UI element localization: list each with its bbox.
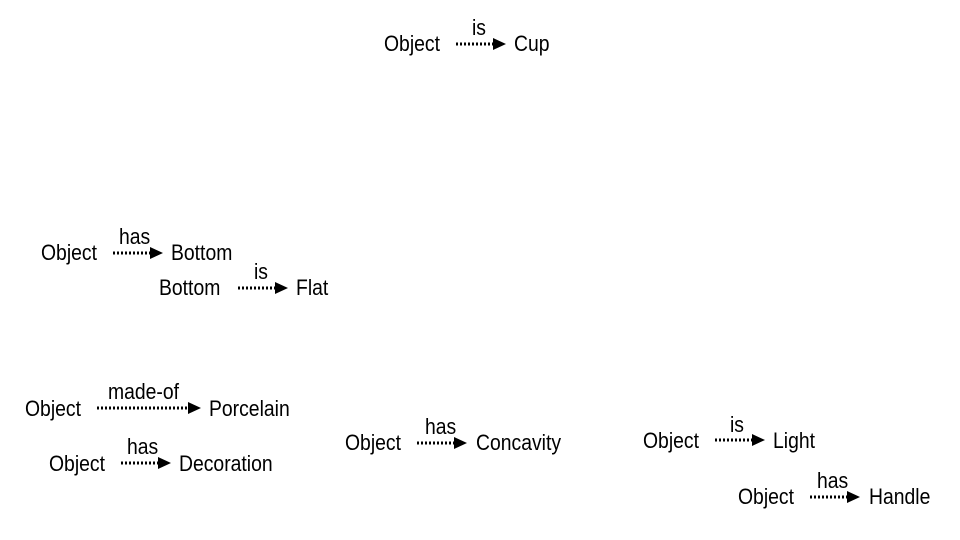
dotted-arrow-icon	[715, 434, 765, 446]
relation-label: is	[254, 259, 268, 284]
subject-node: Object	[384, 31, 440, 56]
object-node: Decoration	[179, 451, 273, 476]
object-node: Light	[773, 428, 815, 453]
dotted-arrow-icon	[238, 282, 288, 294]
subject-node: Object	[41, 240, 97, 265]
relation-label: is	[730, 412, 744, 437]
relation-label: has	[425, 414, 457, 439]
object-node: Handle	[869, 484, 931, 509]
relation-label: has	[119, 224, 151, 249]
subject-node: Object	[643, 428, 699, 453]
subject-node: Bottom	[159, 275, 221, 300]
object-node: Cup	[514, 31, 550, 56]
dotted-arrow-icon	[417, 437, 467, 449]
subject-node: Object	[345, 430, 401, 455]
object-node: Porcelain	[209, 396, 290, 421]
subject-node: Object	[738, 484, 794, 509]
dotted-arrow-icon	[97, 402, 201, 414]
dotted-arrow-icon	[121, 457, 171, 469]
dotted-arrow-icon	[456, 38, 506, 50]
subject-node: Object	[25, 396, 81, 421]
object-node: Concavity	[476, 430, 562, 455]
subject-node: Object	[49, 451, 105, 476]
relation-label: made-of	[108, 379, 180, 404]
relation-label: is	[472, 15, 486, 40]
relation-label: has	[817, 468, 849, 493]
dotted-arrow-icon	[810, 491, 860, 503]
object-node: Bottom	[171, 240, 233, 265]
dotted-arrow-icon	[113, 247, 163, 259]
object-node: Flat	[296, 275, 329, 300]
relation-label: has	[127, 434, 159, 459]
